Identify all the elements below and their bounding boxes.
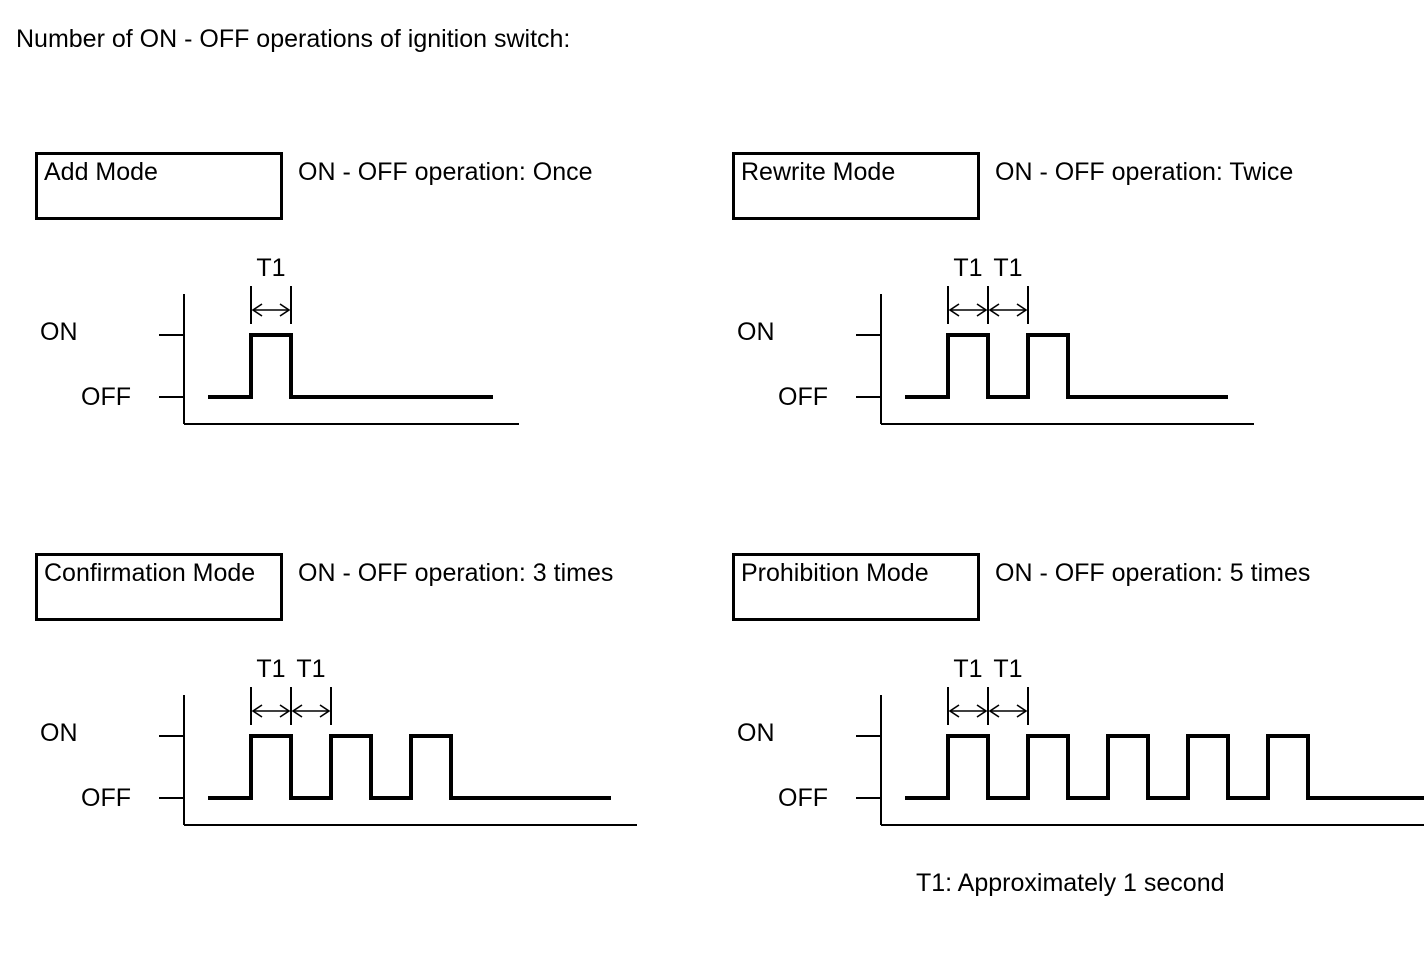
signal-waveform	[208, 734, 611, 800]
interval-label: T1	[256, 254, 285, 282]
interval-label: T1	[953, 655, 982, 683]
mode-box-confirmation: Confirmation Mode	[35, 553, 283, 621]
interval-arrowhead-left	[291, 704, 303, 718]
mode-box-add: Add Mode	[35, 152, 283, 220]
interval-label: T1	[993, 655, 1022, 683]
interval-arrowhead-right	[319, 704, 331, 718]
on-level-label: ON	[40, 719, 78, 747]
interval-arrowhead-right	[279, 704, 291, 718]
off-level-label: OFF	[778, 383, 828, 411]
interval-arrowhead-left	[251, 704, 263, 718]
operation-text: ON - OFF operation: Once	[298, 158, 593, 186]
off-level-label: OFF	[778, 784, 828, 812]
operation-text: ON - OFF operation: Twice	[995, 158, 1294, 186]
interval-label: T1	[256, 655, 285, 683]
footnote: T1: Approximately 1 second	[916, 869, 1225, 897]
mode-label: Confirmation Mode	[44, 559, 256, 587]
page-title: Number of ON - OFF operations of ignitio…	[16, 25, 571, 53]
interval-arrowhead-right	[976, 303, 988, 317]
mode-box-prohibition: Prohibition Mode	[732, 553, 980, 621]
mode-label: Add Mode	[44, 158, 158, 186]
interval-label: T1	[296, 655, 325, 683]
interval-arrowhead-right	[1016, 704, 1028, 718]
signal-waveform	[905, 333, 1228, 399]
on-level-label: ON	[40, 318, 78, 346]
off-level-label: OFF	[81, 383, 131, 411]
interval-arrowhead-right	[976, 704, 988, 718]
interval-arrowhead-left	[251, 303, 263, 317]
off-level-label: OFF	[81, 784, 131, 812]
mode-label: Prohibition Mode	[741, 559, 929, 587]
signal-waveform	[905, 734, 1424, 800]
signal-waveform	[208, 333, 493, 399]
interval-arrowhead-right	[279, 303, 291, 317]
interval-arrowhead-left	[988, 303, 1000, 317]
operation-text: ON - OFF operation: 3 times	[298, 559, 614, 587]
on-level-label: ON	[737, 719, 775, 747]
interval-arrowhead-left	[948, 704, 960, 718]
interval-arrowhead-left	[948, 303, 960, 317]
interval-arrowhead-left	[988, 704, 1000, 718]
mode-label: Rewrite Mode	[741, 158, 896, 186]
on-level-label: ON	[737, 318, 775, 346]
interval-label: T1	[993, 254, 1022, 282]
operation-text: ON - OFF operation: 5 times	[995, 559, 1311, 587]
interval-arrowhead-right	[1016, 303, 1028, 317]
interval-label: T1	[953, 254, 982, 282]
mode-box-rewrite: Rewrite Mode	[732, 152, 980, 220]
